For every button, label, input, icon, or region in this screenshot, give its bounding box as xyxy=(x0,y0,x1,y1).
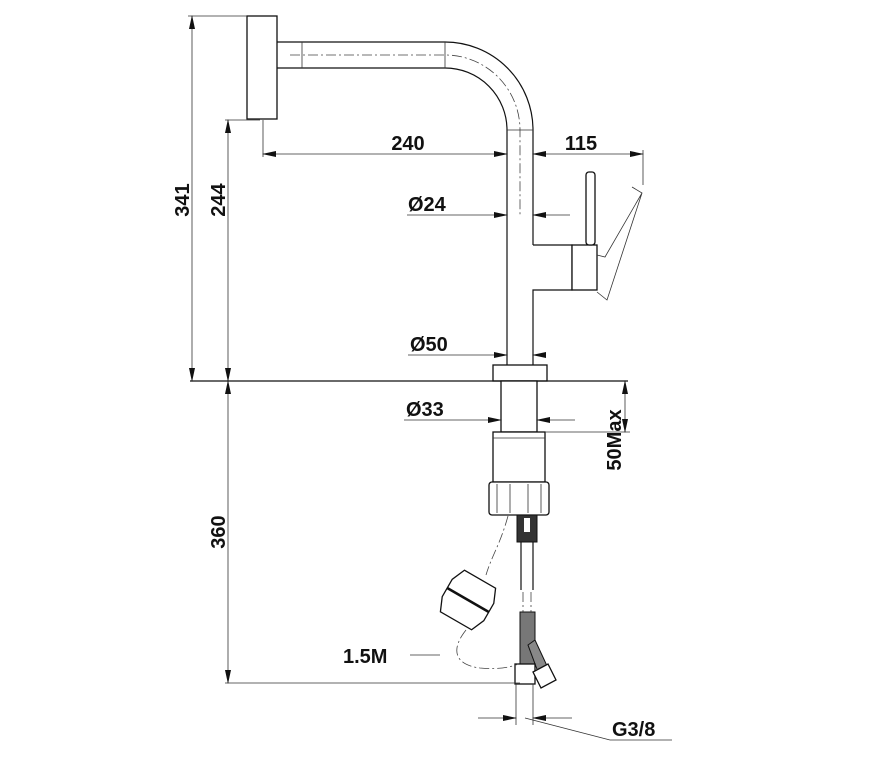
base-flange xyxy=(492,364,548,382)
dim-spout-diameter: Ø24 xyxy=(408,194,447,216)
dim-spout-reach: 240 xyxy=(391,133,424,155)
spray-head xyxy=(246,15,278,120)
dim-shank-diameter: Ø33 xyxy=(406,399,444,421)
mounting-nut-body xyxy=(492,431,546,483)
dim-hose-length: 360 xyxy=(208,515,230,548)
dim-total-height: 341 xyxy=(172,183,194,216)
handle-lever-open-position xyxy=(596,186,643,301)
dimension-lines xyxy=(188,15,672,741)
dim-base-diameter: Ø50 xyxy=(410,334,448,356)
dim-pullout-hose: 1.5M xyxy=(343,646,387,668)
dim-spout-height: 244 xyxy=(208,182,230,216)
supply-hose xyxy=(520,542,534,590)
pullout-hose xyxy=(456,515,519,669)
fitting-2 xyxy=(532,663,557,689)
mixer-body xyxy=(532,244,573,365)
spout-pipe xyxy=(277,41,534,365)
dim-thread: G3/8 xyxy=(612,719,655,741)
fitting-1 xyxy=(514,663,536,685)
under-counter-assembly xyxy=(439,380,557,689)
spout-centerline xyxy=(290,54,521,215)
dim-handle-reach: 115 xyxy=(565,133,597,155)
shank xyxy=(500,380,538,433)
dim-max-thickness: 50Max xyxy=(604,409,626,470)
ribbed-nut xyxy=(488,481,550,516)
hose-weight xyxy=(439,569,497,631)
handle-lever xyxy=(585,171,596,246)
